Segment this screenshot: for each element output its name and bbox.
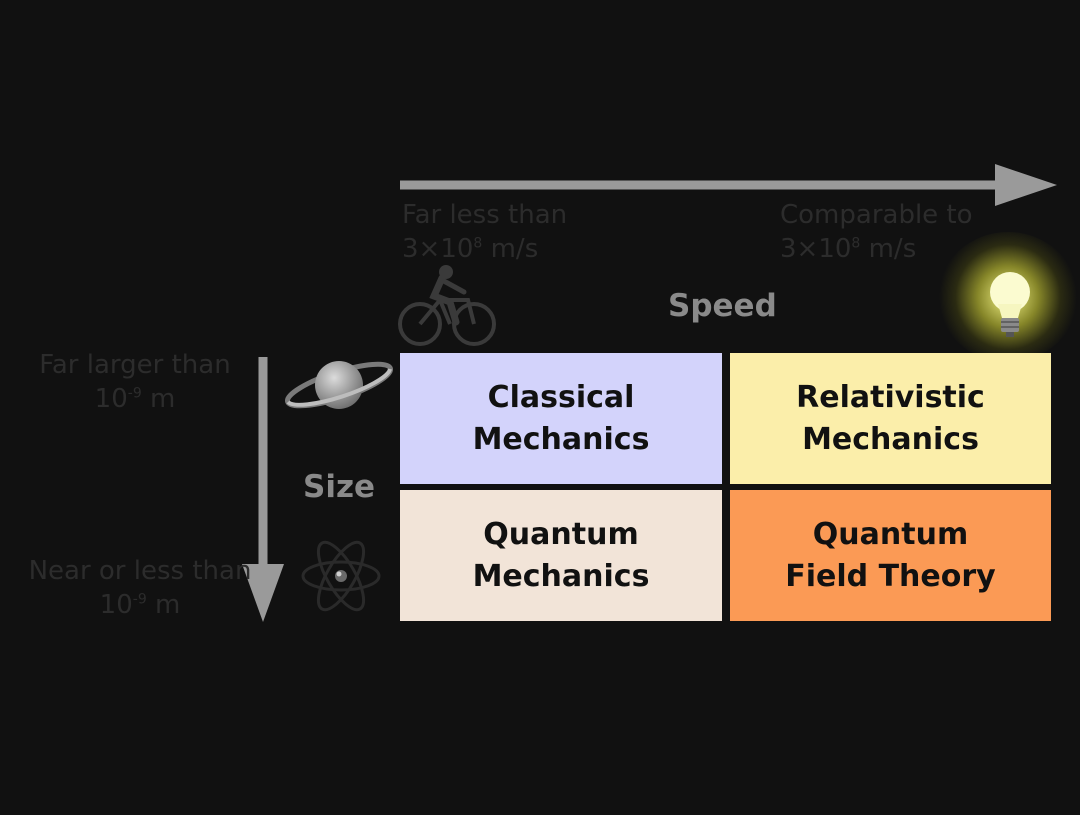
speed-axis-title: Speed [668,288,777,324]
quantum-mechanics-cell: Quantum Mechanics [400,490,722,621]
speed-arrow [400,164,1057,206]
quantum-field-theory-line2: Field Theory [785,558,996,594]
atom-icon [301,540,381,612]
quantum-field-theory-cell: Quantum Field Theory [730,490,1051,621]
relativistic-mechanics-line1: Relativistic [796,379,985,415]
bicycle-icon [398,265,496,346]
size-large-label: Far larger than 10-9 m [39,350,231,414]
speed-high-label: Comparable to 3×108 m/s [780,200,973,264]
size-arrow [242,357,284,622]
classical-mechanics-cell: Classical Mechanics [400,353,722,484]
size-small-label: Near or less than 10-9 m [28,556,252,620]
quantum-mechanics-line2: Mechanics [472,558,650,594]
relativistic-mechanics-cell: Relativistic Mechanics [730,353,1051,484]
classical-mechanics-line1: Classical [487,379,635,415]
relativistic-mechanics-line2: Mechanics [802,421,979,457]
planet-icon [284,361,394,409]
speed-low-label: Far less than 3×108 m/s [402,200,568,264]
quantum-field-theory-line1: Quantum [812,516,969,552]
quantum-mechanics-line1: Quantum [483,516,639,552]
classical-mechanics-line2: Mechanics [472,421,650,457]
size-axis-title: Size [303,469,376,505]
light-bulb-icon [990,272,1030,337]
